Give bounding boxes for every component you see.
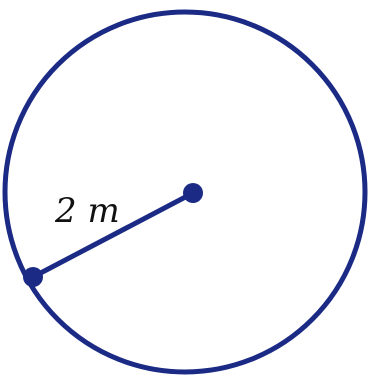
center-point [183,183,203,203]
radius-label: 2 m [54,191,120,231]
circle-outline [2,9,368,375]
radius-segment [30,190,196,280]
circumference-point [23,267,43,287]
